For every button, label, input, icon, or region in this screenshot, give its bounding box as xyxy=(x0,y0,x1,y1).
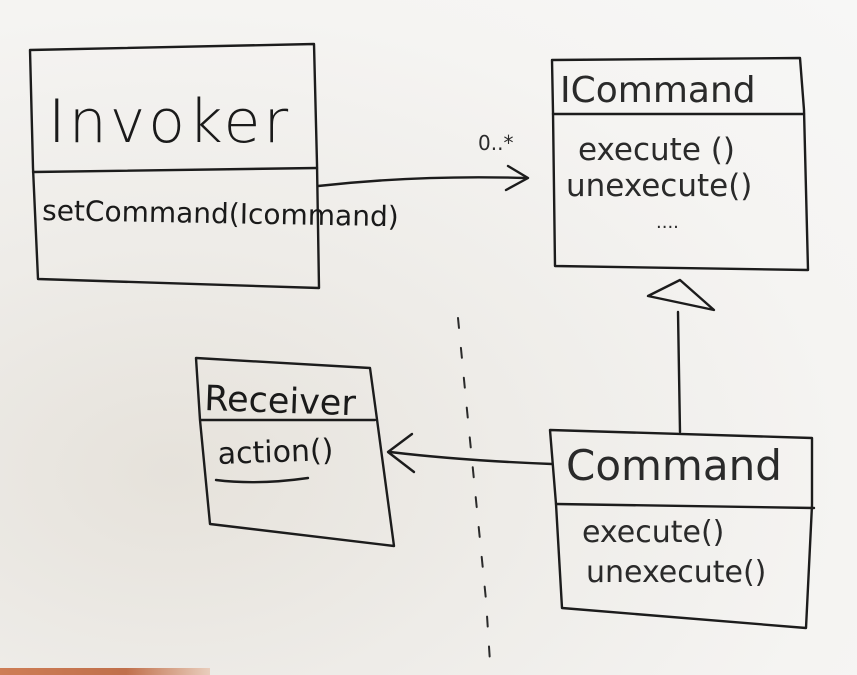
icommand-interface: ICommand execute () unexecute() .... xyxy=(550,56,810,272)
boundary-dashed-line xyxy=(457,317,491,663)
association-line xyxy=(316,176,528,188)
command-class-name: Command xyxy=(566,441,782,490)
realization-line xyxy=(676,310,682,434)
invoker-class-name: Invoker xyxy=(48,87,291,157)
receiver-method-action: action() xyxy=(217,433,334,472)
icommand-name: ICommand xyxy=(560,70,756,111)
icommand-method-execute: execute () xyxy=(578,132,735,168)
association-multiplicity: 0..* xyxy=(478,131,513,155)
command-method-unexecute: unexecute() xyxy=(586,555,766,590)
invoker-class-border xyxy=(28,42,321,290)
receiver-class: Receiver action() xyxy=(194,356,396,548)
receiver-class-name: Receiver xyxy=(204,379,357,424)
realization-triangle xyxy=(646,278,716,312)
invoker-class: Invoker setCommand(Icommand) xyxy=(28,42,399,290)
receiver-method-underline xyxy=(214,476,310,484)
invoker-method-setcommand: setCommand(Icommand) xyxy=(42,194,399,233)
command-method-execute: execute() xyxy=(582,515,724,550)
icommand-method-ellipsis: .... xyxy=(656,212,679,233)
icommand-method-unexecute: unexecute() xyxy=(566,168,752,204)
command-receiver-arrowhead xyxy=(386,432,416,474)
realization-command-icommand xyxy=(646,278,716,434)
invoker-class-divider xyxy=(31,166,319,174)
association-arrowhead xyxy=(504,164,530,192)
association-command-receiver xyxy=(386,432,554,474)
command-class: Command execute() unexecute() xyxy=(548,428,816,630)
icommand-border xyxy=(550,56,810,272)
command-class-divider xyxy=(554,502,816,510)
association-invoker-icommand: 0..* xyxy=(316,131,530,192)
marker-tray-edge xyxy=(0,668,210,675)
command-receiver-line xyxy=(388,450,554,466)
